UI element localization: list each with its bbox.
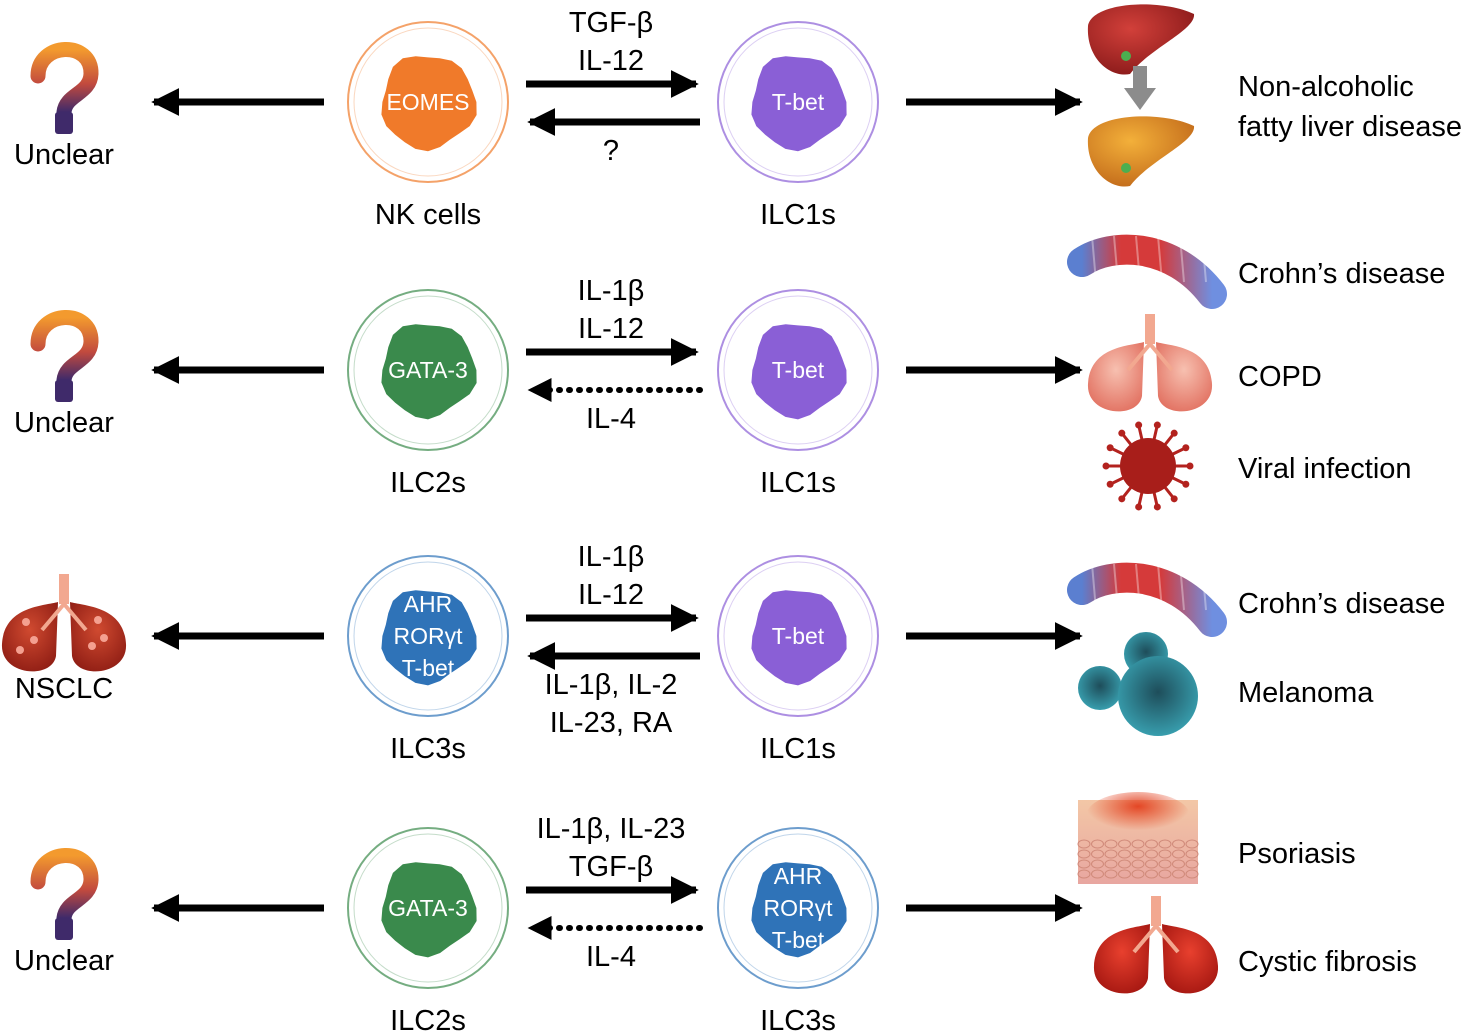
cell-membrane-inner — [353, 27, 503, 177]
cell-nucleus — [751, 862, 847, 958]
cell-membrane-inner — [723, 833, 873, 983]
transcription-factor-label: T-bet — [772, 623, 825, 649]
cell-membrane-inner — [353, 833, 503, 983]
reverse-cytokine-label: IL-4 — [586, 941, 636, 973]
intestine-icon — [1067, 562, 1227, 637]
transcription-factor-label: EOMES — [386, 89, 469, 115]
forward-cytokine-label: IL-12 — [578, 45, 644, 77]
transcription-factor-label: T-bet — [402, 655, 455, 681]
cell-name: ILC1s — [760, 467, 836, 499]
cell-cell_a: EOMES NK cells — [347, 21, 509, 231]
cell-nucleus — [751, 324, 847, 420]
cell-name: ILC3s — [390, 733, 466, 765]
disease-label: fatty liver disease — [1238, 111, 1462, 143]
cell-nucleus — [381, 56, 477, 152]
disease-label: Crohn’s disease — [1238, 588, 1445, 620]
disease-label: Viral infection — [1238, 453, 1412, 485]
forward-cytokine-label: IL-12 — [578, 579, 644, 611]
cell-name: NK cells — [375, 199, 481, 231]
outcome-label: Unclear — [14, 407, 114, 439]
question-mark-icon — [30, 42, 99, 134]
cell-nucleus — [751, 590, 847, 686]
disease-label: Non-alcoholic — [1238, 71, 1414, 103]
transcription-factor-label: T-bet — [772, 89, 825, 115]
disease-label: Crohn’s disease — [1238, 258, 1445, 290]
transcription-factor-label: GATA-3 — [388, 895, 468, 921]
cell-name: ILC2s — [390, 467, 466, 499]
cell-nucleus — [751, 56, 847, 152]
cell-name: ILC3s — [760, 1005, 836, 1036]
outcome-label: NSCLC — [15, 673, 113, 705]
forward-cytokine-label: TGF-β — [569, 851, 653, 883]
reverse-cytokine-label: ? — [603, 135, 619, 167]
cell-name: ILC1s — [760, 199, 836, 231]
cell-membrane-inner — [723, 561, 873, 711]
transcription-factor-label: RORγt — [394, 623, 464, 649]
forward-cytokine-label: IL-12 — [578, 313, 644, 345]
lungs-icon — [1093, 896, 1219, 994]
fatty-liver-icon — [1087, 116, 1195, 187]
disease-label: Melanoma — [1238, 677, 1374, 709]
cell-membrane-inner — [723, 295, 873, 445]
forward-cytokine-label: IL-1β, IL-23 — [537, 813, 686, 845]
liver-icon — [1087, 4, 1195, 75]
transcription-factor-label: AHR — [774, 863, 823, 889]
disease-label: Psoriasis — [1238, 838, 1356, 870]
reverse-cytokine-label: IL-4 — [586, 403, 636, 435]
disease-label: Cystic fibrosis — [1238, 946, 1417, 978]
forward-cytokine-label: IL-1β — [578, 275, 645, 307]
transcription-factor-label: T-bet — [772, 357, 825, 383]
tumor-icon — [1078, 632, 1198, 736]
arrow-down-icon — [1124, 66, 1156, 110]
cell-nucleus — [381, 324, 477, 420]
cell-membrane-inner — [353, 561, 503, 711]
lung-cancer-icon — [1, 574, 127, 672]
cell-name: ILC2s — [390, 1005, 466, 1036]
transcription-factor-label: GATA-3 — [388, 357, 468, 383]
cell-nucleus — [381, 862, 477, 958]
question-mark-icon — [30, 848, 99, 940]
transcription-factor-label: T-bet — [772, 927, 825, 953]
transcription-factor-label: AHR — [404, 591, 453, 617]
question-mark-icon — [30, 310, 99, 402]
outcome-label: Unclear — [14, 945, 114, 977]
cell-name: ILC1s — [760, 733, 836, 765]
disease-label: COPD — [1238, 361, 1322, 393]
row: NSCLCAHRRORγtT-betILC3sT-betILC1sIL-1βIL… — [1, 541, 1445, 765]
lungs-icon — [1087, 314, 1213, 412]
skin-icon — [1077, 792, 1199, 884]
virus-icon — [1102, 421, 1194, 511]
cell-membrane-inner — [723, 27, 873, 177]
cell-nucleus — [381, 590, 477, 686]
cell-membrane-inner — [353, 295, 503, 445]
transcription-factor-label: RORγt — [764, 895, 834, 921]
reverse-cytokine-label: IL-23, RA — [550, 707, 673, 739]
outcome-label: Unclear — [14, 139, 114, 171]
intestine-icon — [1067, 234, 1227, 309]
reverse-cytokine-label: IL-1β, IL-2 — [545, 669, 678, 701]
forward-cytokine-label: IL-1β — [578, 541, 645, 573]
forward-cytokine-label: TGF-β — [569, 7, 653, 39]
